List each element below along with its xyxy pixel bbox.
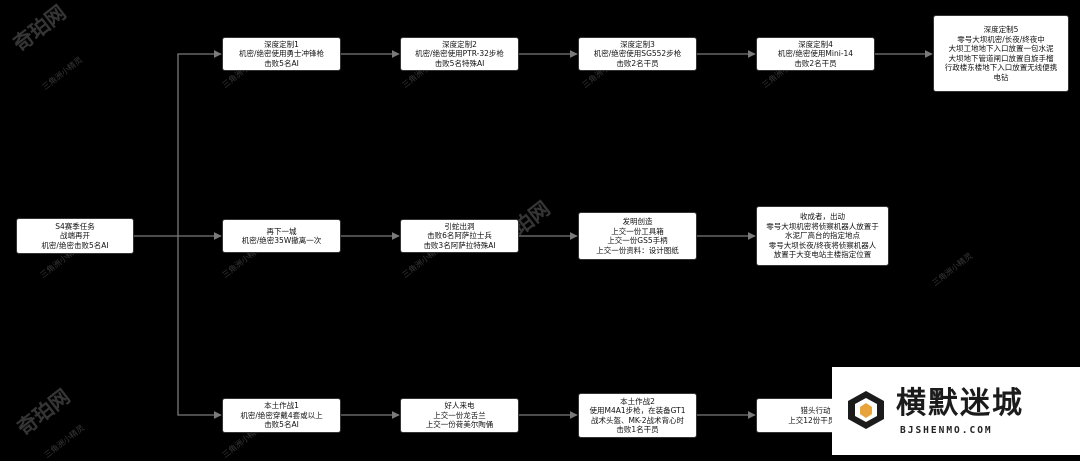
node-line: 引蛇出洞 [444, 221, 475, 231]
node-invention: 发明创造 上交一份工具箱 上交一份GS5手柄 上交一份资料：设计图纸 [578, 212, 697, 260]
node-line: 击败2名干员 [794, 58, 837, 68]
node-line: 上交一份荷美尔陶俑 [425, 420, 494, 430]
node-line: 击败5名特殊AI [434, 58, 485, 68]
node-line: 零号大坝长夜/终夜将侦察机器人 [768, 240, 877, 250]
site-logo: 横默迷城 BJSHENMO.COM [832, 367, 1080, 455]
node-line: 上交12份干员身 [788, 415, 843, 425]
logo-mark-icon [848, 391, 884, 429]
node-line: 水泥厂高台的指定地点 [785, 231, 860, 241]
node-deep-custom-3: 深度定制3 机密/绝密使用SG552步枪 击败2名干员 [578, 37, 697, 71]
node-deep-custom-5: 深度定制5 零号大坝机密/长夜/终夜中 大坝工地地下入口放置一包水泥 大坝地下管… [933, 15, 1069, 92]
node-home-combat-2: 本土作战2 使用M4A1步枪，在装备GT1 战术头盔、MK-2战术背心时 击败1… [578, 393, 697, 438]
node-line: 机密/绝密击败5名AI [41, 240, 109, 250]
node-line: 击败3名阿萨拉特殊AI [423, 240, 496, 250]
node-line: 机密/绝密使用勇士冲锋枪 [238, 49, 325, 59]
logo-url: BJSHENMO.COM [900, 425, 993, 436]
node-line: 深度定制1 [264, 39, 299, 49]
node-line: 深度定制3 [620, 39, 655, 49]
node-line: 零号大坝机密将侦察机器人放置于 [766, 221, 879, 231]
node-line: 大坝工地地下入口放置一包水泥 [948, 44, 1054, 53]
node-line: 深度定制4 [798, 39, 833, 49]
node-line: 放置于大变电站主楼指定位置 [773, 250, 872, 260]
node-line: 机密/绝密使用PTR-32步枪 [415, 49, 504, 59]
node-line: 本土作战1 [264, 401, 299, 411]
node-line: 击败2名干员 [616, 58, 659, 68]
node-line: 收成者，出动 [800, 212, 845, 222]
node-harvester-deploy: 收成者，出动 零号大坝机密将侦察机器人放置于 水泥厂高台的指定地点 零号大坝长夜… [756, 206, 889, 266]
node-take-another-city: 再下一城 机密/绝密35W撤离一次 [222, 219, 341, 253]
node-line: 上交一份GS5手柄 [607, 236, 668, 245]
node-line: 行政楼东楼地下入口放置无线便携 [944, 63, 1058, 72]
logo-title: 横默迷城 [896, 386, 1024, 421]
node-line: 上交一份工具箱 [611, 226, 664, 236]
node-good-call: 好人来电 上交一份龙舌兰 上交一份荷美尔陶俑 [400, 398, 519, 433]
node-line: 击败1名干员 [616, 425, 659, 434]
node-line: 猎头行动 [800, 406, 831, 415]
node-line: 发明创造 [622, 217, 653, 226]
node-line: 机密/绝密使用Mini-14 [777, 49, 854, 59]
node-line: 电钻 [993, 72, 1009, 82]
node-line: 本土作战2 [620, 396, 655, 406]
node-deep-custom-2: 深度定制2 机密/绝密使用PTR-32步枪 击败5名特殊AI [400, 37, 519, 71]
node-s4-season-task: S4赛季任务 战端再开 机密/绝密击败5名AI [16, 218, 134, 254]
node-line: 再下一城 [266, 226, 297, 236]
node-line: 使用M4A1步枪，在装备GT1 [589, 406, 686, 415]
node-line: 机密/绝密穿戴4套或以上 [240, 410, 323, 420]
node-line: 击败5名AI [264, 420, 299, 430]
node-line: S4赛季任务 [55, 221, 95, 231]
node-line: 零号大坝机密/长夜/终夜中 [957, 34, 1045, 44]
node-line: 大坝地下管道闸口放置自旋手榴 [948, 53, 1054, 63]
node-line: 好人来电 [444, 401, 475, 411]
node-line: 机密/绝密使用SG552步枪 [593, 49, 682, 59]
node-deep-custom-4: 深度定制4 机密/绝密使用Mini-14 击败2名干员 [756, 37, 875, 71]
node-line: 击败6名阿萨拉士兵 [427, 231, 492, 241]
node-line: 深度定制5 [983, 25, 1019, 34]
node-lure-snake: 引蛇出洞 击败6名阿萨拉士兵 击败3名阿萨拉特殊AI [400, 219, 519, 253]
node-line: 机密/绝密35W撤离一次 [241, 236, 322, 245]
node-deep-custom-1: 深度定制1 机密/绝密使用勇士冲锋枪 击败5名AI [222, 37, 341, 71]
node-line: 战端再开 [60, 231, 90, 241]
node-line: 上交一份龙舌兰 [433, 410, 486, 420]
node-home-combat-1: 本土作战1 机密/绝密穿戴4套或以上 击败5名AI [222, 398, 341, 433]
node-line: 深度定制2 [442, 39, 477, 49]
node-line: 上交一份资料：设计图纸 [596, 245, 679, 255]
connector-to-top-branch [177, 50, 222, 236]
node-line: 战术头盔、MK-2战术背心时 [590, 415, 685, 425]
node-line: 击败5名AI [264, 58, 299, 68]
connector-to-bottom-branch [177, 236, 222, 419]
